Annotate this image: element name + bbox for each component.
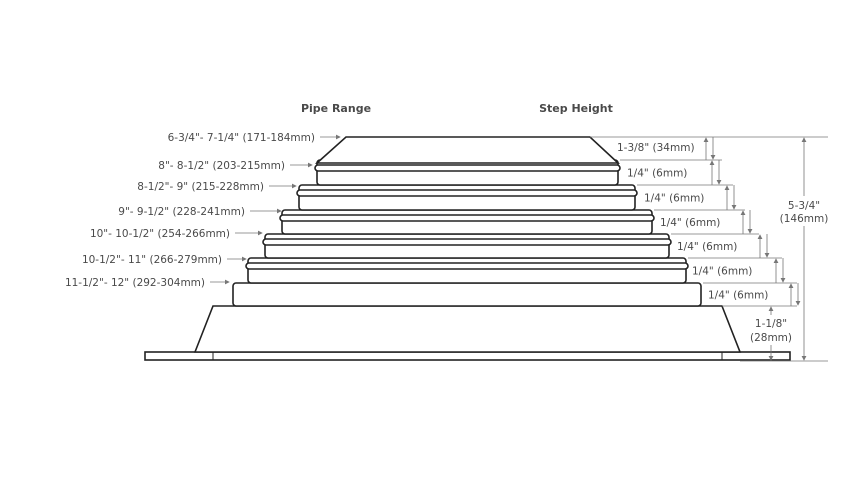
step-bead	[296, 189, 638, 197]
step-height-label: 1-3/8" (34mm)	[617, 142, 695, 154]
pipe-range-label: 8"- 8-1/2" (203-215mm)	[158, 160, 285, 172]
pipe-range-label: 10"- 10-1/2" (254-266mm)	[90, 228, 230, 240]
pipe-range-label: 9"- 9-1/2" (228-241mm)	[118, 206, 245, 218]
pipe-range-label: 8-1/2"- 9" (215-228mm)	[137, 181, 264, 193]
pipe-range-header: Pipe Range	[301, 102, 371, 115]
total-height-mm-label: (146mm)	[780, 213, 829, 225]
step-height-label: 1/4" (6mm)	[644, 193, 704, 205]
step-height-label: 1/4" (6mm)	[627, 168, 687, 180]
step-height-label: 1/4" (6mm)	[692, 266, 752, 278]
pipe-range-label: 11-1/2"- 12" (292-304mm)	[65, 277, 205, 289]
pipe-range-label: 6-3/4"- 7-1/4" (171-184mm)	[168, 132, 315, 144]
step-bead	[262, 238, 672, 246]
base-flange	[144, 351, 791, 361]
step-tier	[247, 257, 687, 284]
total-height-label: 5-3/4"	[788, 200, 820, 212]
step-height-label: 1/4" (6mm)	[708, 290, 768, 302]
base-height-mm-label: (28mm)	[750, 332, 792, 344]
base-height-label: 1-1/8"	[755, 318, 787, 330]
step-tier	[281, 209, 653, 235]
step-height-header: Step Height	[539, 102, 613, 115]
base-cone	[193, 305, 742, 353]
step-tier	[298, 184, 636, 211]
step-height-label: 1/4" (6mm)	[660, 217, 720, 229]
step-tier	[264, 233, 670, 259]
step-height-label: 1/4" (6mm)	[677, 241, 737, 253]
step-tier	[232, 282, 702, 307]
pipe-range-label: 10-1/2"- 11" (266-279mm)	[82, 254, 222, 266]
top-cap	[314, 136, 621, 164]
step-bead	[314, 164, 621, 172]
step-bead	[245, 262, 689, 270]
step-bead	[279, 214, 655, 222]
